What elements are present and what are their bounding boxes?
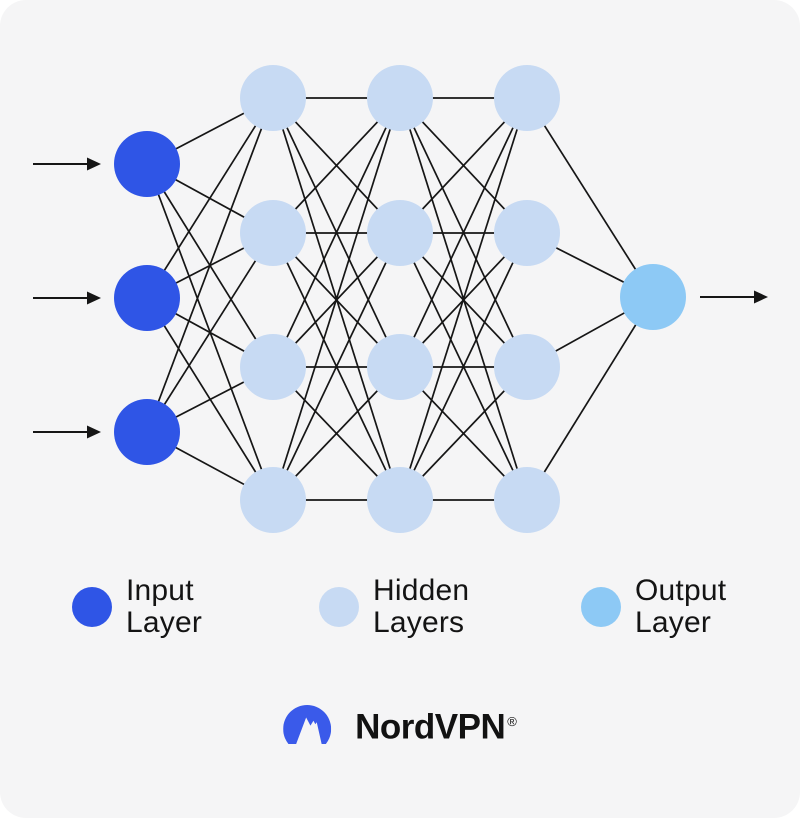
hidden-2-node (367, 65, 433, 131)
edge (272, 97, 401, 368)
legend-text: Layer (126, 606, 203, 639)
edge (399, 97, 528, 501)
hidden-1-node (240, 65, 306, 131)
legend-text: Layer (635, 606, 712, 639)
hidden-layers-swatch (319, 587, 359, 627)
hidden-3-node (494, 334, 560, 400)
legend-item-hidden-layers: Hidden Layers (319, 575, 469, 639)
edge (272, 97, 401, 501)
hidden-3-node (494, 65, 560, 131)
layer-hidden-3-nodes (494, 65, 560, 533)
legend-item-input-layer: Input Layer (72, 575, 202, 639)
edge (526, 97, 654, 298)
hidden-1-node (240, 334, 306, 400)
legend-label-output-layer: Output Layer (635, 575, 726, 639)
input-arrow-icon (33, 425, 101, 439)
edge (272, 232, 401, 501)
hidden-2-node (367, 334, 433, 400)
layer-output-nodes (620, 264, 686, 330)
input-node (114, 265, 180, 331)
legend-text: Hidden (373, 574, 470, 607)
brand-name: NordVPN® (355, 702, 517, 747)
output-node (620, 264, 686, 330)
layer-input-nodes (114, 131, 180, 465)
arrowhead-icon (87, 425, 101, 439)
legend-item-output-layer: Output Layer (581, 575, 726, 639)
neural-network-diagram (33, 65, 768, 533)
arrowhead-icon (87, 157, 101, 171)
brand-text: NordVPN (355, 707, 506, 747)
input-node (114, 131, 180, 197)
legend-label-input-layer: Input Layer (126, 575, 202, 639)
hidden-2-node (367, 467, 433, 533)
legend-text: Input (126, 574, 194, 607)
nordvpn-mountain-icon (283, 704, 332, 744)
registered-trademark: ® (507, 714, 517, 729)
output-layer-swatch (581, 587, 621, 627)
hidden-3-node (494, 467, 560, 533)
edge (146, 97, 274, 299)
network-edges (146, 97, 654, 501)
input-arrow-icon (33, 157, 101, 171)
input-node (114, 399, 180, 465)
hidden-2-node (367, 200, 433, 266)
nordvpn-logo: NordVPN® (283, 702, 517, 747)
legend-text: Layers (373, 606, 465, 639)
arrowhead-icon (754, 290, 768, 304)
edge (399, 232, 528, 501)
layer-hidden-2-nodes (367, 65, 433, 533)
input-layer-swatch (72, 587, 112, 627)
input-arrow-icon (33, 291, 101, 305)
edge (399, 97, 528, 368)
legend-text: Output (635, 574, 727, 607)
edge (526, 296, 654, 501)
hidden-1-node (240, 467, 306, 533)
hidden-1-node (240, 200, 306, 266)
edge (146, 97, 274, 433)
edge (146, 232, 274, 433)
arrowhead-icon (87, 291, 101, 305)
output-arrow-icon (700, 290, 768, 304)
legend-label-hidden-layers: Hidden Layers (373, 575, 469, 639)
hidden-3-node (494, 200, 560, 266)
layer-hidden-1-nodes (240, 65, 306, 533)
